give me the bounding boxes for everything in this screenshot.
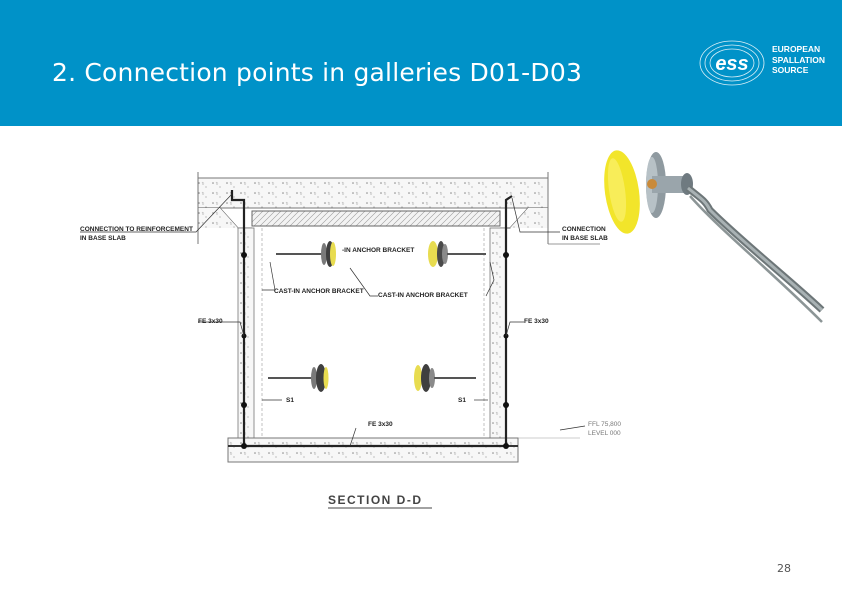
connection-dots [241, 252, 509, 449]
logo-text: EUROPEAN SPALLATION SOURCE [772, 44, 825, 76]
label-fe-left: FE 3x30 [198, 318, 223, 325]
logo-mark: ess [715, 53, 748, 75]
ess-logo-icon: ess [699, 40, 765, 86]
anchor-bracket-bottom-left-icon [268, 364, 329, 392]
logo-line-3: SOURCE [772, 65, 809, 75]
anchor-bracket-bottom-right-icon [414, 364, 476, 392]
anchor-bracket-top-left-icon [276, 241, 336, 267]
label-anchor-left: CAST-IN ANCHOR BRACKET [274, 288, 364, 295]
logo-line-2: SPALLATION [772, 54, 826, 65]
logo-line-1: EUROPEAN [772, 44, 821, 54]
earthing-conductor [230, 190, 513, 448]
anchor-bracket-photo [604, 150, 825, 323]
label-conn-left-2: IN BASE SLAB [80, 235, 126, 242]
section-title: SECTION D-D [328, 493, 423, 507]
slide-header: 2. Connection points in galleries D01-D0… [0, 0, 842, 126]
section-drawing: CONNECTION TO REINFORCEMENT IN BASE SLAB… [80, 150, 825, 509]
label-fe-right: FE 3x30 [524, 318, 549, 325]
walls [237, 227, 507, 439]
drawing-labels: CONNECTION TO REINFORCEMENT IN BASE SLAB… [80, 226, 621, 437]
leader-lines [80, 193, 586, 447]
anchor-bracket-top-right-icon [428, 241, 486, 267]
page-number: 28 [777, 562, 791, 575]
label-level: LEVEL 000 [588, 430, 621, 437]
slide-title: 2. Connection points in galleries D01-D0… [52, 58, 583, 87]
label-s1-left: S1 [286, 397, 294, 404]
top-slab [197, 172, 600, 245]
label-conn-right-2: IN BASE SLAB [562, 235, 608, 242]
label-conn-left-1: CONNECTION TO REINFORCEMENT [80, 226, 193, 233]
label-anchor-right: CAST-IN ANCHOR BRACKET [378, 292, 468, 299]
label-ffl: FFL 75,800 [588, 421, 621, 428]
label-anchor-top: -IN ANCHOR BRACKET [342, 247, 414, 254]
base-slab [227, 437, 580, 463]
label-s1-right: S1 [458, 397, 466, 404]
label-conn-right-1: CONNECTION [562, 226, 606, 233]
label-fe-bottom: FE 3x30 [368, 421, 393, 428]
